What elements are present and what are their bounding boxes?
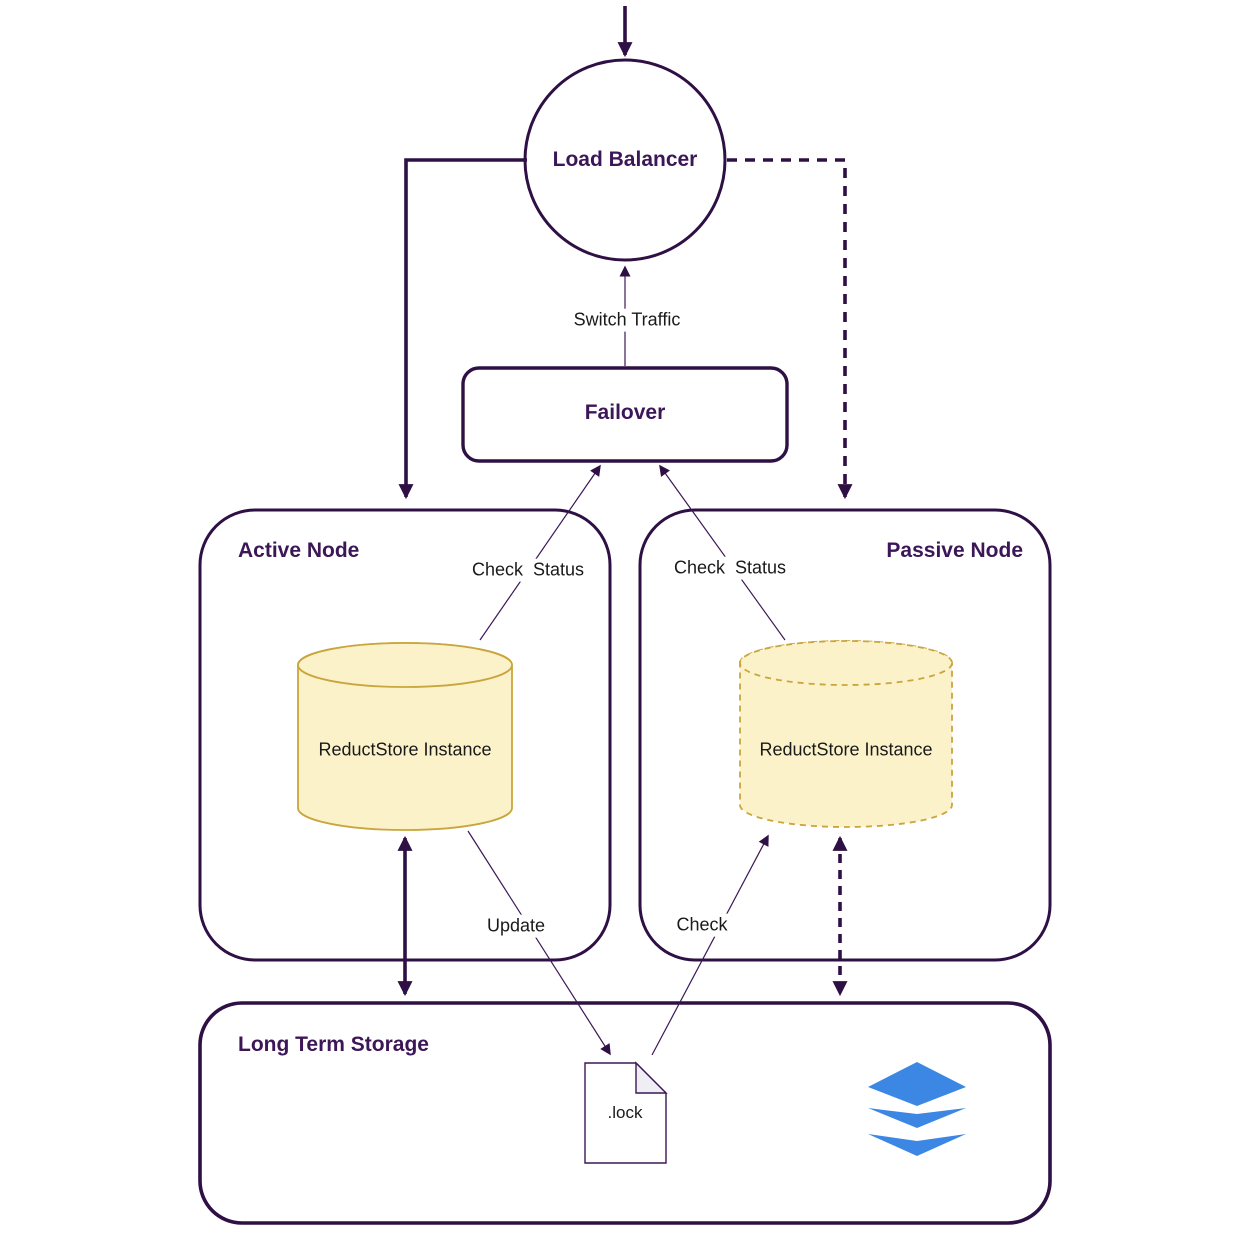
check-label: Check [671, 913, 733, 937]
arrow-lb-to-active [398, 158, 527, 500]
switch-traffic-label: Switch Traffic [568, 308, 686, 332]
edge-check-status-passive [659, 464, 786, 641]
active-instance-label: ReductStore Instance [318, 739, 492, 760]
passive-node-title: Passive Node [886, 539, 1023, 562]
load-balancer-label: Load Balancer [552, 148, 698, 171]
edge-check-status-active [479, 464, 601, 641]
edge-check-lock [651, 834, 769, 1056]
failover-label: Failover [584, 401, 666, 424]
failover-box [461, 366, 789, 463]
active-instance-cylinder [297, 642, 513, 831]
active-node-title: Active Node [238, 539, 360, 562]
passive-instance-cylinder [739, 640, 953, 828]
long-term-storage-title: Long Term Storage [238, 1033, 429, 1056]
arrow-lb-to-passive-dashed [727, 158, 853, 500]
check-status-label-active: Check Status [466, 558, 590, 582]
passive-instance-label: ReductStore Instance [759, 739, 933, 760]
edge-update-lock [467, 830, 611, 1056]
check-status-label-passive: Check Status [668, 556, 792, 580]
update-label: Update [481, 914, 551, 938]
lock-file-icon [584, 1061, 668, 1164]
lock-file-label: .lock [607, 1103, 643, 1123]
layers-icon [868, 1062, 966, 1156]
